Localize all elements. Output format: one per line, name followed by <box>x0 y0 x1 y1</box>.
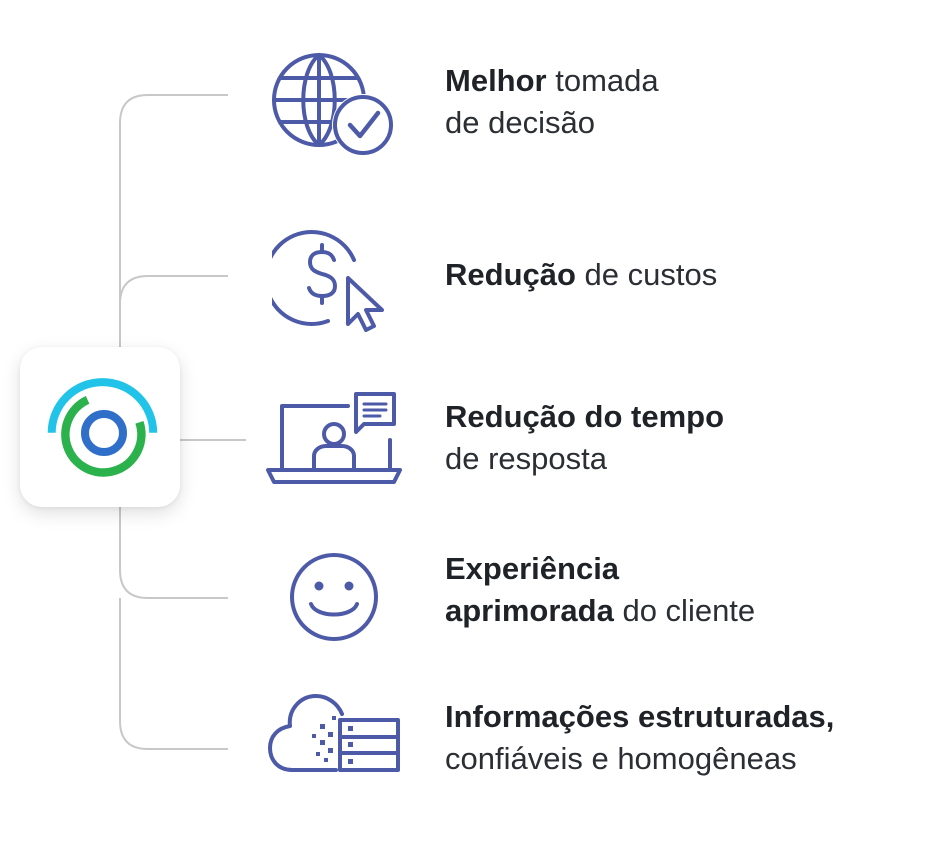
connector-to-item-1 <box>119 94 228 347</box>
benefit-2-text: de custos <box>575 257 718 292</box>
globe-check-icon <box>272 53 394 156</box>
benefit-1-text: tomada <box>546 63 659 98</box>
benefit-label-2: Redução de custos <box>445 254 717 296</box>
logo-card <box>20 347 180 507</box>
connector-to-item-5 <box>119 598 228 750</box>
benefit-label-3: Redução do tempo de resposta <box>445 396 724 480</box>
connector-to-item-4 <box>119 507 228 599</box>
benefit-label-5: Informações estruturadas, confiáveis e h… <box>445 696 834 780</box>
benefit-5-bold: Informações estruturadas, <box>445 699 835 734</box>
cloud-server-icon <box>268 694 400 772</box>
benefit-2-bold: Redução <box>445 257 576 292</box>
smiley-icon <box>290 553 378 641</box>
benefit-label-4: Experiência aprimorada do cliente <box>445 548 755 632</box>
benefit-4-bold: Experiência <box>445 551 620 586</box>
benefit-4-bold-line2: aprimorada <box>445 593 614 628</box>
laptop-chat-icon <box>266 392 402 484</box>
benefit-1-text-line2: de decisão <box>445 105 595 140</box>
benefit-1-bold: Melhor <box>445 63 547 98</box>
connector-to-item-2 <box>119 275 228 305</box>
dollar-cursor-icon <box>272 230 384 332</box>
brand-logo-icon <box>47 378 158 477</box>
benefit-3-bold: Redução do tempo <box>445 399 725 434</box>
benefit-4-text-line2: do cliente <box>613 593 756 628</box>
benefit-5-text-line2: confiáveis e homogêneas <box>445 741 797 776</box>
benefit-label-1: Melhor tomada de decisão <box>445 60 659 144</box>
benefit-3-text-line2: de resposta <box>445 441 607 476</box>
